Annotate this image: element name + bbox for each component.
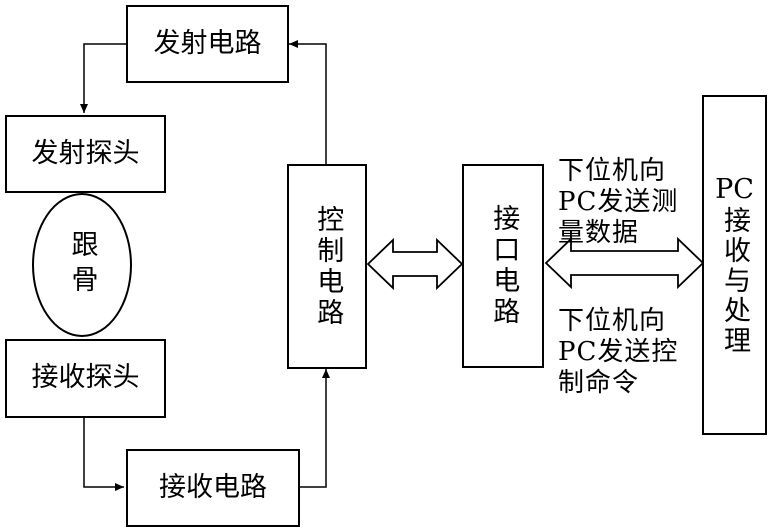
tx-circuit-box: 发射电路 (126, 5, 289, 83)
pc-box: PC 接收与处理 (702, 95, 767, 435)
tx-probe-box: 发射探头 (5, 115, 166, 193)
rx-circuit-label: 接收电路 (159, 471, 267, 503)
pc-label: PC 接收与处理 (715, 174, 754, 355)
calcaneus-label: 跟骨 (66, 230, 98, 300)
pc-label-prefix: PC (715, 174, 754, 206)
upload-annotation: 下位机向 PC发送测 量数据 (558, 156, 679, 249)
double-arrow-control-interface (366, 237, 464, 291)
rx-probe-box: 接收探头 (5, 339, 166, 418)
rx-circuit-box: 接收电路 (126, 449, 300, 527)
command-annotation: 下位机向 PC发送控 制命令 (558, 306, 679, 399)
wire-rx-circuit-to-control (300, 369, 330, 488)
tx-probe-label: 发射探头 (31, 137, 140, 169)
calcaneus-ellipse: 跟骨 (32, 193, 132, 337)
pc-label-suffix: 接收与处理 (719, 205, 751, 356)
wire-control-to-tx-circuit (289, 40, 327, 164)
control-circuit-label: 控制电路 (312, 204, 344, 329)
control-circuit-box: 控制电路 (287, 164, 367, 369)
rx-probe-label: 接收探头 (31, 362, 140, 394)
interface-circuit-label: 接口电路 (488, 204, 520, 328)
wire-rx-probe-to-rx-circuit (83, 418, 124, 491)
interface-circuit-box: 接口电路 (462, 164, 544, 368)
wire-tx-circuit-to-tx-probe (80, 43, 126, 113)
tx-circuit-label: 发射电路 (153, 27, 262, 59)
